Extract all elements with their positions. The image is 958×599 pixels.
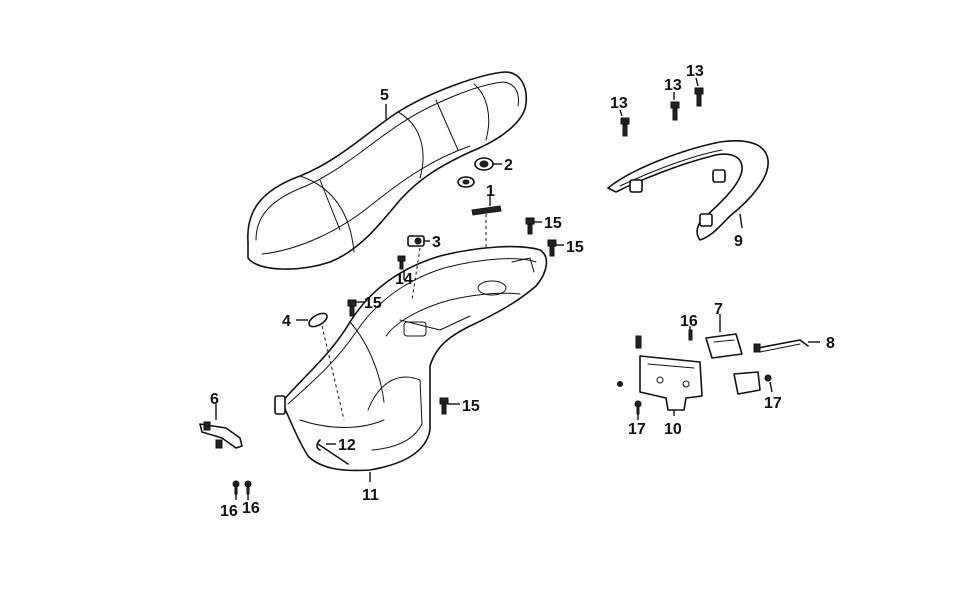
callout-15-a: 15 [544,215,562,232]
latch-part [407,235,425,247]
pad-part [308,312,328,328]
callout-8: 8 [826,335,835,352]
callout-4: 4 [282,313,291,330]
hook-part [316,439,349,465]
small-bolt-part [232,480,252,495]
callout-12: 12 [338,437,356,454]
callout-10: 10 [664,421,682,438]
callout-16-b: 16 [242,500,260,517]
callout-6: 6 [210,391,219,408]
callout-15-d: 15 [462,398,480,415]
leader-lines [215,77,820,500]
screw-part [347,217,557,415]
seat-part [247,71,528,270]
callout-13-left: 13 [610,95,628,112]
callout-15-b: 15 [566,239,584,256]
strip-part [471,205,502,216]
wire-part [753,339,809,353]
license-bracket-part [635,335,703,411]
callout-13-middle: 13 [664,77,682,94]
callout-labels: 1 2 3 4 5 6 7 8 9 10 11 12 13 13 13 14 1… [210,63,835,520]
callout-17-a: 17 [628,421,646,438]
callout-16-a: 16 [220,503,238,520]
bracket-part [199,421,243,449]
rear-carrier-part [607,140,769,241]
callout-14: 14 [395,271,413,288]
helmet-box-part [274,245,548,472]
callout-1: 1 [486,183,495,200]
callout-9: 9 [734,233,743,250]
bolt-part [620,87,704,137]
callout-13-right: 13 [686,63,704,80]
callout-7: 7 [714,301,723,318]
callout-2: 2 [504,157,513,174]
fastener-part [617,329,772,415]
callout-3: 3 [432,234,441,251]
light-unit-part [705,333,761,395]
callout-16-c: 16 [680,313,698,330]
callout-15-c: 15 [364,295,382,312]
callout-11: 11 [362,487,379,504]
callout-17-b: 17 [764,395,782,412]
callout-5: 5 [380,87,389,104]
